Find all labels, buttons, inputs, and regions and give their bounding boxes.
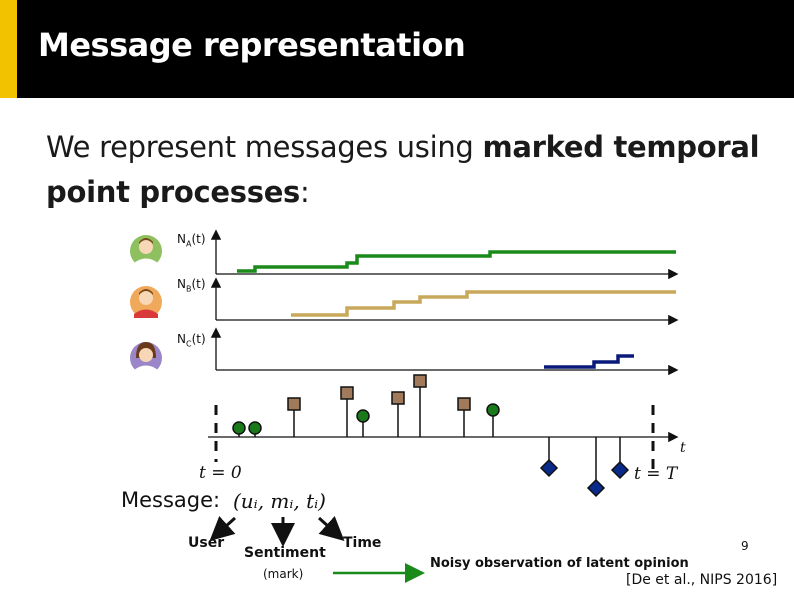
t0-label: t = 0 [199,463,242,483]
label-na: NA(t) [177,232,206,249]
axis-user-b [210,277,679,326]
step-line-a [237,250,676,273]
time-label: Time [343,535,382,551]
title-accent [0,0,17,98]
label-nb: NB(t) [177,277,206,294]
message-label: Message: [121,488,221,512]
event-markers [232,374,630,498]
title-bar: Message representation [0,0,794,98]
step-line-c [544,354,634,369]
noisy-observation-label: Noisy observation of latent opinion [430,556,689,571]
page-number: 9 [741,539,749,553]
axis-user-c [210,327,679,376]
slide-title: Message representation [38,26,466,64]
axis-user-a [210,229,679,280]
label-nc: NC(t) [177,332,206,349]
avatar-user-a [130,235,162,267]
tT-label: t = T [634,464,678,484]
citation: [De et al., NIPS 2016] [626,572,778,588]
user-label: User [188,535,225,551]
intro-suffix: : [300,175,310,209]
intro-text: We represent messages using marked tempo… [46,125,776,215]
intro-bold: marked temporal point processes [46,130,760,209]
message-tuple: (uᵢ, mᵢ, tᵢ) [233,489,326,513]
step-line-b [291,290,676,317]
avatar-user-b [130,286,162,318]
mark-label: (mark) [263,567,304,581]
component-arrows [209,516,425,583]
intro-prefix: We represent messages using [46,130,483,164]
avatar-user-c [130,342,162,374]
axis-t-label: t [680,440,686,456]
sentiment-label: Sentiment [244,545,326,561]
